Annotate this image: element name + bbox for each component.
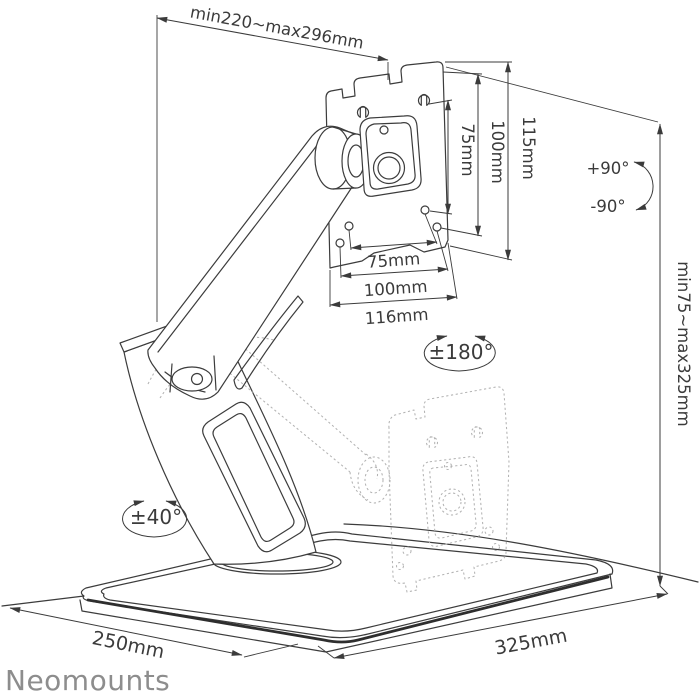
rotate-180-label: ±180°	[429, 340, 494, 364]
dim-vesa-horizontal-100-label: 100mm	[363, 277, 428, 300]
swivel-40-arrow-arc	[122, 500, 187, 538]
ghost-vesa-plate	[388, 386, 510, 593]
dim-vesa-vertical-75-label: 75mm	[458, 123, 477, 176]
swivel-40-label: ±40°	[130, 505, 182, 529]
dim-vesa-horizontal-75-label: 75mm	[366, 249, 420, 272]
dim-arm-reach-label: min220~max296mm	[189, 3, 366, 53]
dim-base-depth-label: 250mm	[90, 627, 166, 663]
rotate-180-arrow-arc	[423, 335, 496, 372]
gas-spring-arm	[147, 125, 371, 400]
tilt-down-label: -90°	[590, 197, 625, 216]
vesa-quick-release-boss	[359, 115, 422, 197]
dim-vesa-horizontal-116-label: 116mm	[364, 305, 429, 328]
dim-height-range-label: min75~max325mm	[674, 261, 693, 427]
desk-surface	[1, 523, 699, 607]
brand-logo: Neomounts	[5, 664, 170, 697]
dim-vesa-vertical-115-label: 115mm	[519, 116, 538, 180]
dim-vesa-vertical-100-label: 100mm	[488, 120, 507, 184]
tilt-arrow-arc	[633, 161, 654, 211]
tilt-up-label: +90°	[586, 159, 629, 178]
dim-base-width-label: 325mm	[493, 625, 569, 660]
